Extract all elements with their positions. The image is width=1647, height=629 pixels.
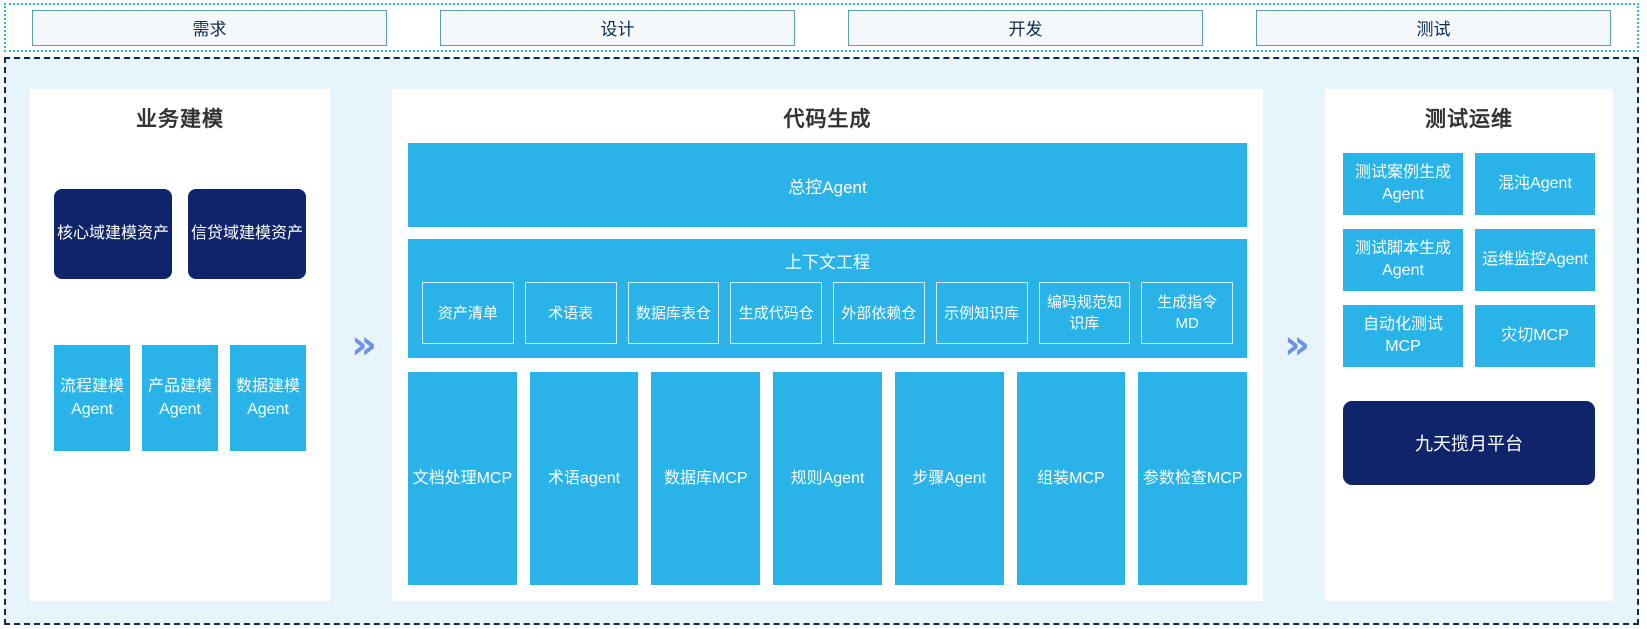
panel-business-modeling: 业务建模 核心域建模资产 信贷域建模资产 流程建模Agent 产品建模Agent… [30, 89, 330, 601]
tool-box-document-processing-mcp[interactable]: 文档处理MCP [408, 372, 517, 585]
panel-title-test: 测试运维 [1425, 108, 1513, 131]
context-item-label: 数据库表仓 [635, 304, 711, 322]
platform-box-jiutian[interactable]: 九天揽月平台 [1343, 401, 1595, 485]
stage-label: 开发 [1008, 20, 1043, 39]
panel-code-generation: 代码生成 总控Agent 上下文工程 资产清单 术语表 数据库表仓 生成代码仓 [392, 89, 1263, 601]
panel-test-operations: 测试运维 测试案例生成Agent 混沌Agent 测试脚本生成Agent 运维监… [1325, 89, 1613, 601]
agent-box-process-modeling[interactable]: 流程建模Agent [54, 345, 130, 451]
context-item-generated-code-repo[interactable]: 生成代码仓 [730, 282, 822, 344]
test-label: 测试脚本生成Agent [1354, 240, 1451, 279]
test-item-grid: 测试案例生成Agent 混沌Agent 测试脚本生成Agent 运维监控Agen… [1343, 153, 1595, 367]
context-item-label: 术语表 [548, 304, 594, 322]
context-engineering-title: 上下文工程 [785, 253, 870, 272]
asset-label: 信贷域建模资产 [190, 225, 303, 242]
stage-label: 测试 [1416, 20, 1451, 39]
connector-business-to-code: » [330, 89, 392, 601]
asset-box-core-domain[interactable]: 核心域建模资产 [54, 189, 172, 279]
master-agent-bar[interactable]: 总控Agent [408, 143, 1247, 227]
test-label: 灾切MCP [1501, 327, 1569, 344]
test-label: 自动化测试MCP [1362, 316, 1443, 355]
context-item-db-table-repo[interactable]: 数据库表仓 [627, 282, 720, 344]
context-item-label: 示例知识库 [944, 304, 1020, 322]
stage-box-requirements[interactable]: 需求 [32, 9, 387, 46]
tool-label: 文档处理MCP [412, 470, 513, 487]
panel-title-business: 业务建模 [136, 108, 224, 131]
test-box-automation-test-mcp[interactable]: 自动化测试MCP [1343, 305, 1463, 367]
tool-label: 组装MCP [1037, 470, 1105, 487]
panel-title-code: 代码生成 [783, 108, 872, 131]
test-box-disaster-switch-mcp[interactable]: 灾切MCP [1475, 305, 1595, 367]
tool-box-parameter-check-mcp[interactable]: 参数检查MCP [1138, 372, 1248, 585]
test-box-ops-monitoring-agent[interactable]: 运维监控Agent [1475, 229, 1595, 291]
context-item-external-dependency-repo[interactable]: 外部依赖仓 [833, 282, 925, 344]
context-item-label: 生成指令MD [1157, 294, 1218, 332]
test-label: 混沌Agent [1498, 175, 1572, 192]
tool-label: 参数检查MCP [1142, 470, 1243, 487]
context-item-label: 生成代码仓 [738, 304, 814, 322]
tool-box-database-mcp[interactable]: 数据库MCP [651, 372, 761, 585]
tool-label: 术语agent [548, 470, 621, 487]
context-item-generation-instruction-md[interactable]: 生成指令MD [1141, 282, 1233, 344]
test-label: 运维监控Agent [1482, 251, 1588, 268]
asset-label: 核心域建模资产 [56, 225, 169, 242]
business-agent-row: 流程建模Agent 产品建模Agent 数据建模Agent [46, 345, 314, 451]
double-chevron-right-icon: » [1284, 322, 1310, 368]
tool-label: 规则Agent [790, 470, 865, 487]
context-item-glossary[interactable]: 术语表 [524, 282, 617, 344]
context-item-asset-inventory[interactable]: 资产清单 [422, 282, 514, 344]
tool-label: 数据库MCP [664, 470, 748, 487]
context-item-list: 资产清单 术语表 数据库表仓 生成代码仓 外部依赖仓 示例知识库 [422, 282, 1233, 344]
connector-code-to-test: » [1263, 89, 1325, 601]
stage-box-development[interactable]: 开发 [848, 9, 1203, 46]
stage-box-testing[interactable]: 测试 [1256, 9, 1611, 46]
test-box-case-generation-agent[interactable]: 测试案例生成Agent [1343, 153, 1463, 215]
architecture-region: 业务建模 核心域建模资产 信贷域建模资产 流程建模Agent 产品建模Agent… [4, 57, 1639, 625]
master-agent-label: 总控Agent [788, 177, 867, 197]
tool-box-step-agent[interactable]: 步骤Agent [894, 372, 1004, 585]
tool-label: 步骤Agent [912, 470, 987, 487]
tool-box-rule-agent[interactable]: 规则Agent [773, 372, 882, 585]
test-label: 测试案例生成Agent [1354, 164, 1451, 203]
agent-label: 流程建模Agent [59, 378, 124, 418]
double-chevron-right-icon: » [351, 322, 377, 368]
agent-label: 产品建模Agent [147, 378, 212, 418]
context-engineering-block: 上下文工程 资产清单 术语表 数据库表仓 生成代码仓 外部依赖仓 示 [408, 239, 1247, 358]
test-box-chaos-agent[interactable]: 混沌Agent [1475, 153, 1595, 215]
agent-box-product-modeling[interactable]: 产品建模Agent [142, 345, 218, 451]
test-box-script-generation-agent[interactable]: 测试脚本生成Agent [1343, 229, 1463, 291]
context-item-label: 编码规范知识库 [1046, 294, 1122, 332]
business-asset-row: 核心域建模资产 信贷域建模资产 [46, 189, 314, 279]
stage-label: 需求 [192, 20, 227, 39]
stage-strip: 需求 设计 开发 测试 [4, 3, 1639, 52]
tool-box-terminology-agent[interactable]: 术语agent [529, 372, 639, 585]
stage-box-design[interactable]: 设计 [440, 9, 795, 46]
code-tool-row: 文档处理MCP 术语agent 数据库MCP 规则Agent 步骤Agent 组… [408, 372, 1248, 585]
context-item-coding-standard-knowledge-base[interactable]: 编码规范知识库 [1038, 282, 1131, 344]
agent-box-data-modeling[interactable]: 数据建模Agent [230, 345, 306, 451]
stage-label: 设计 [600, 20, 635, 39]
context-item-label: 资产清单 [437, 304, 498, 322]
asset-box-credit-domain[interactable]: 信贷域建模资产 [188, 189, 306, 279]
context-item-example-knowledge-base[interactable]: 示例知识库 [935, 282, 1028, 344]
context-item-label: 外部依赖仓 [841, 304, 917, 322]
agent-label: 数据建模Agent [235, 378, 300, 418]
tool-box-assembly-mcp[interactable]: 组装MCP [1016, 372, 1126, 585]
platform-label: 九天揽月平台 [1415, 434, 1523, 454]
